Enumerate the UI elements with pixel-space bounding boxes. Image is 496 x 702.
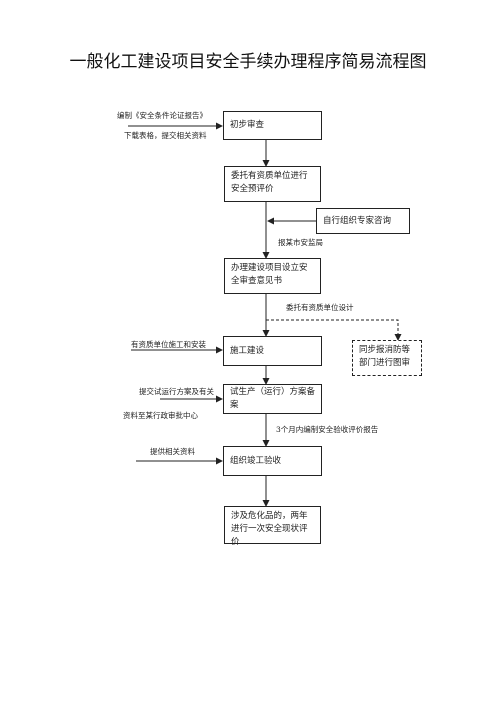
step-label: 自行组织专家咨询	[323, 215, 392, 226]
step-label: 施工建设	[230, 345, 265, 356]
note-materials-to-center: 资料至某行政审批中心	[123, 411, 198, 420]
step-entrust-pre-evaluation: 委托有资质单位进行安全预评价	[224, 166, 321, 202]
step-label: 办理建设项目设立安全审查意见书	[231, 263, 308, 286]
step-safety-review-opinion: 办理建设项目设立安全审查意见书	[224, 258, 321, 294]
note-compile-acceptance-report: 3个月内编制安全验收评价报告	[276, 425, 379, 434]
step-periodic-evaluation: 涉及危化品的，两年进行一次安全现状评价	[224, 506, 321, 547]
page-title: 一般化工建设项目安全手续办理程序简易流程图	[69, 52, 427, 72]
note-qualified-construction: 有资质单位施工和安装	[131, 340, 206, 349]
note-compile-report: 编制《安全条件论证报告》	[117, 111, 207, 120]
step-construction: 施工建设	[223, 336, 322, 366]
note-submit-trial-plan: 提交试运行方案及有关	[139, 387, 214, 396]
step-label: 试生产（运行）方案备案	[230, 387, 316, 410]
step-label: 同步报消防等部门进行图审	[359, 345, 411, 368]
note-provide-materials: 提供相关资料	[150, 447, 195, 456]
note-entrust-design: 委托有资质单位设计	[286, 303, 354, 312]
note-download-forms: 下载表格，提交相关资料	[124, 131, 207, 140]
step-trial-plan-record: 试生产（运行）方案备案	[223, 384, 322, 414]
step-expert-consultation: 自行组织专家咨询	[316, 208, 410, 234]
dashed-branch-fire-review	[266, 319, 402, 341]
step-acceptance: 组织竣工验收	[223, 446, 322, 476]
step-label: 委托有资质单位进行安全预评价	[231, 171, 308, 194]
step-preliminary-review: 初步审查	[223, 111, 322, 140]
note-report-city-bureau: 报某市安监局	[278, 238, 323, 247]
step-label: 涉及危化品的，两年进行一次安全现状评价	[231, 511, 308, 547]
step-label: 组织竣工验收	[230, 455, 282, 466]
step-label: 初步审查	[230, 120, 265, 130]
step-fire-review: 同步报消防等部门进行图审	[352, 340, 422, 376]
